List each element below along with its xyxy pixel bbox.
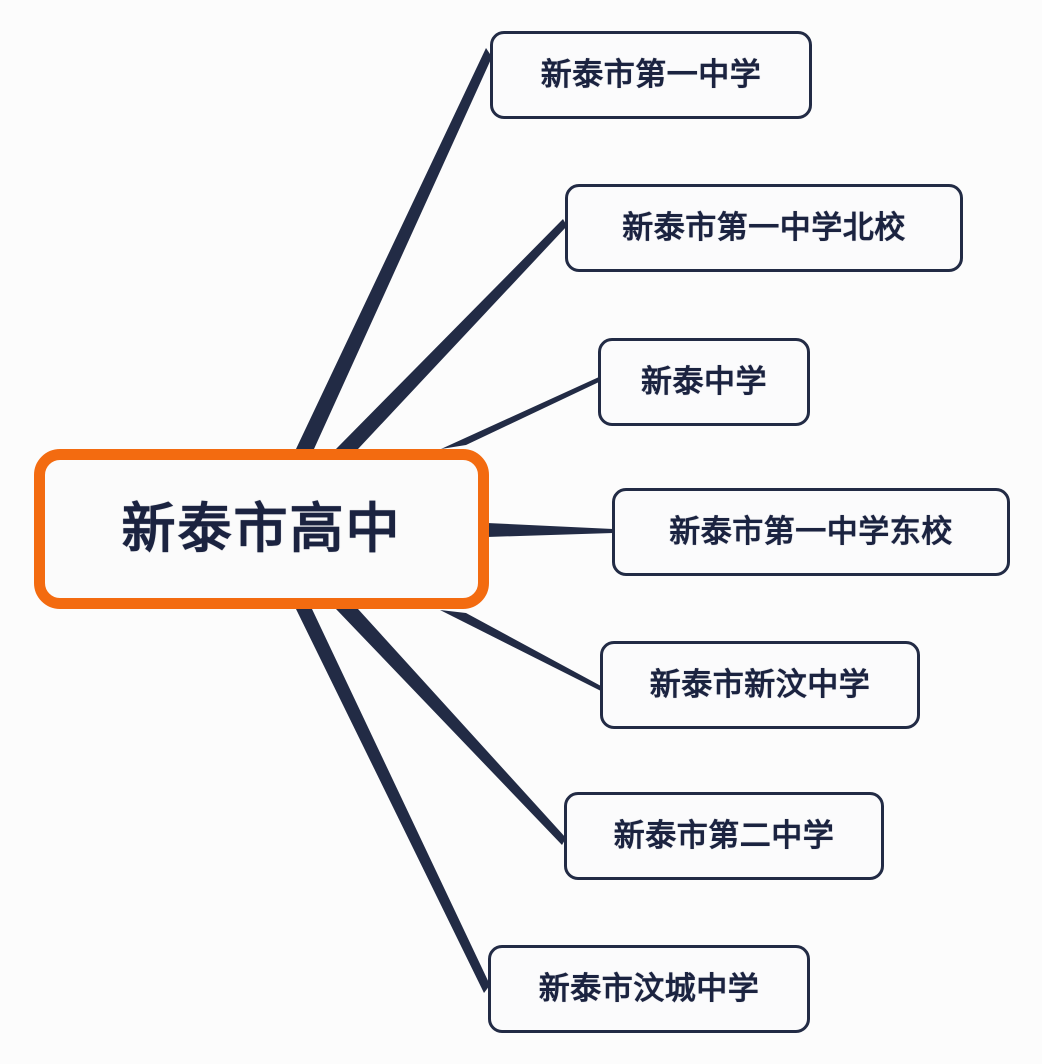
- edge-to-child-2: [336, 219, 567, 449]
- node-label: 新泰市第一中学北校: [622, 209, 906, 246]
- node-label: 新泰市新汶中学: [649, 666, 871, 703]
- node-xintai-middle-school[interactable]: 新泰中学: [598, 338, 810, 426]
- node-label: 新泰市第二中学: [613, 817, 835, 854]
- edge-to-child-3: [441, 377, 599, 449]
- node-label: 新泰中学: [641, 363, 767, 400]
- edge-to-child-4: [487, 523, 613, 537]
- root-node-xintai-high-schools[interactable]: 新泰市高中: [34, 449, 489, 609]
- node-label: 新泰市第一中学: [540, 56, 762, 93]
- node-xintai-xinwen-middle-school[interactable]: 新泰市新汶中学: [600, 641, 920, 729]
- edge-to-child-5: [440, 610, 601, 691]
- root-node-label: 新泰市高中: [121, 497, 402, 560]
- edge-to-child-6: [336, 609, 566, 845]
- node-xintai-no1-middle-school-north-campus[interactable]: 新泰市第一中学北校: [565, 184, 963, 272]
- node-xintai-wencheng-middle-school[interactable]: 新泰市汶城中学: [488, 945, 810, 1033]
- node-xintai-no2-middle-school[interactable]: 新泰市第二中学: [564, 792, 884, 880]
- node-label: 新泰市汶城中学: [538, 970, 760, 1007]
- node-label: 新泰市第一中学东校: [669, 513, 953, 550]
- node-xintai-no1-middle-school[interactable]: 新泰市第一中学: [490, 31, 812, 119]
- edge-to-child-7: [296, 609, 490, 993]
- node-xintai-no1-middle-school-east-campus[interactable]: 新泰市第一中学东校: [612, 488, 1010, 576]
- edge-to-child-1: [296, 48, 492, 449]
